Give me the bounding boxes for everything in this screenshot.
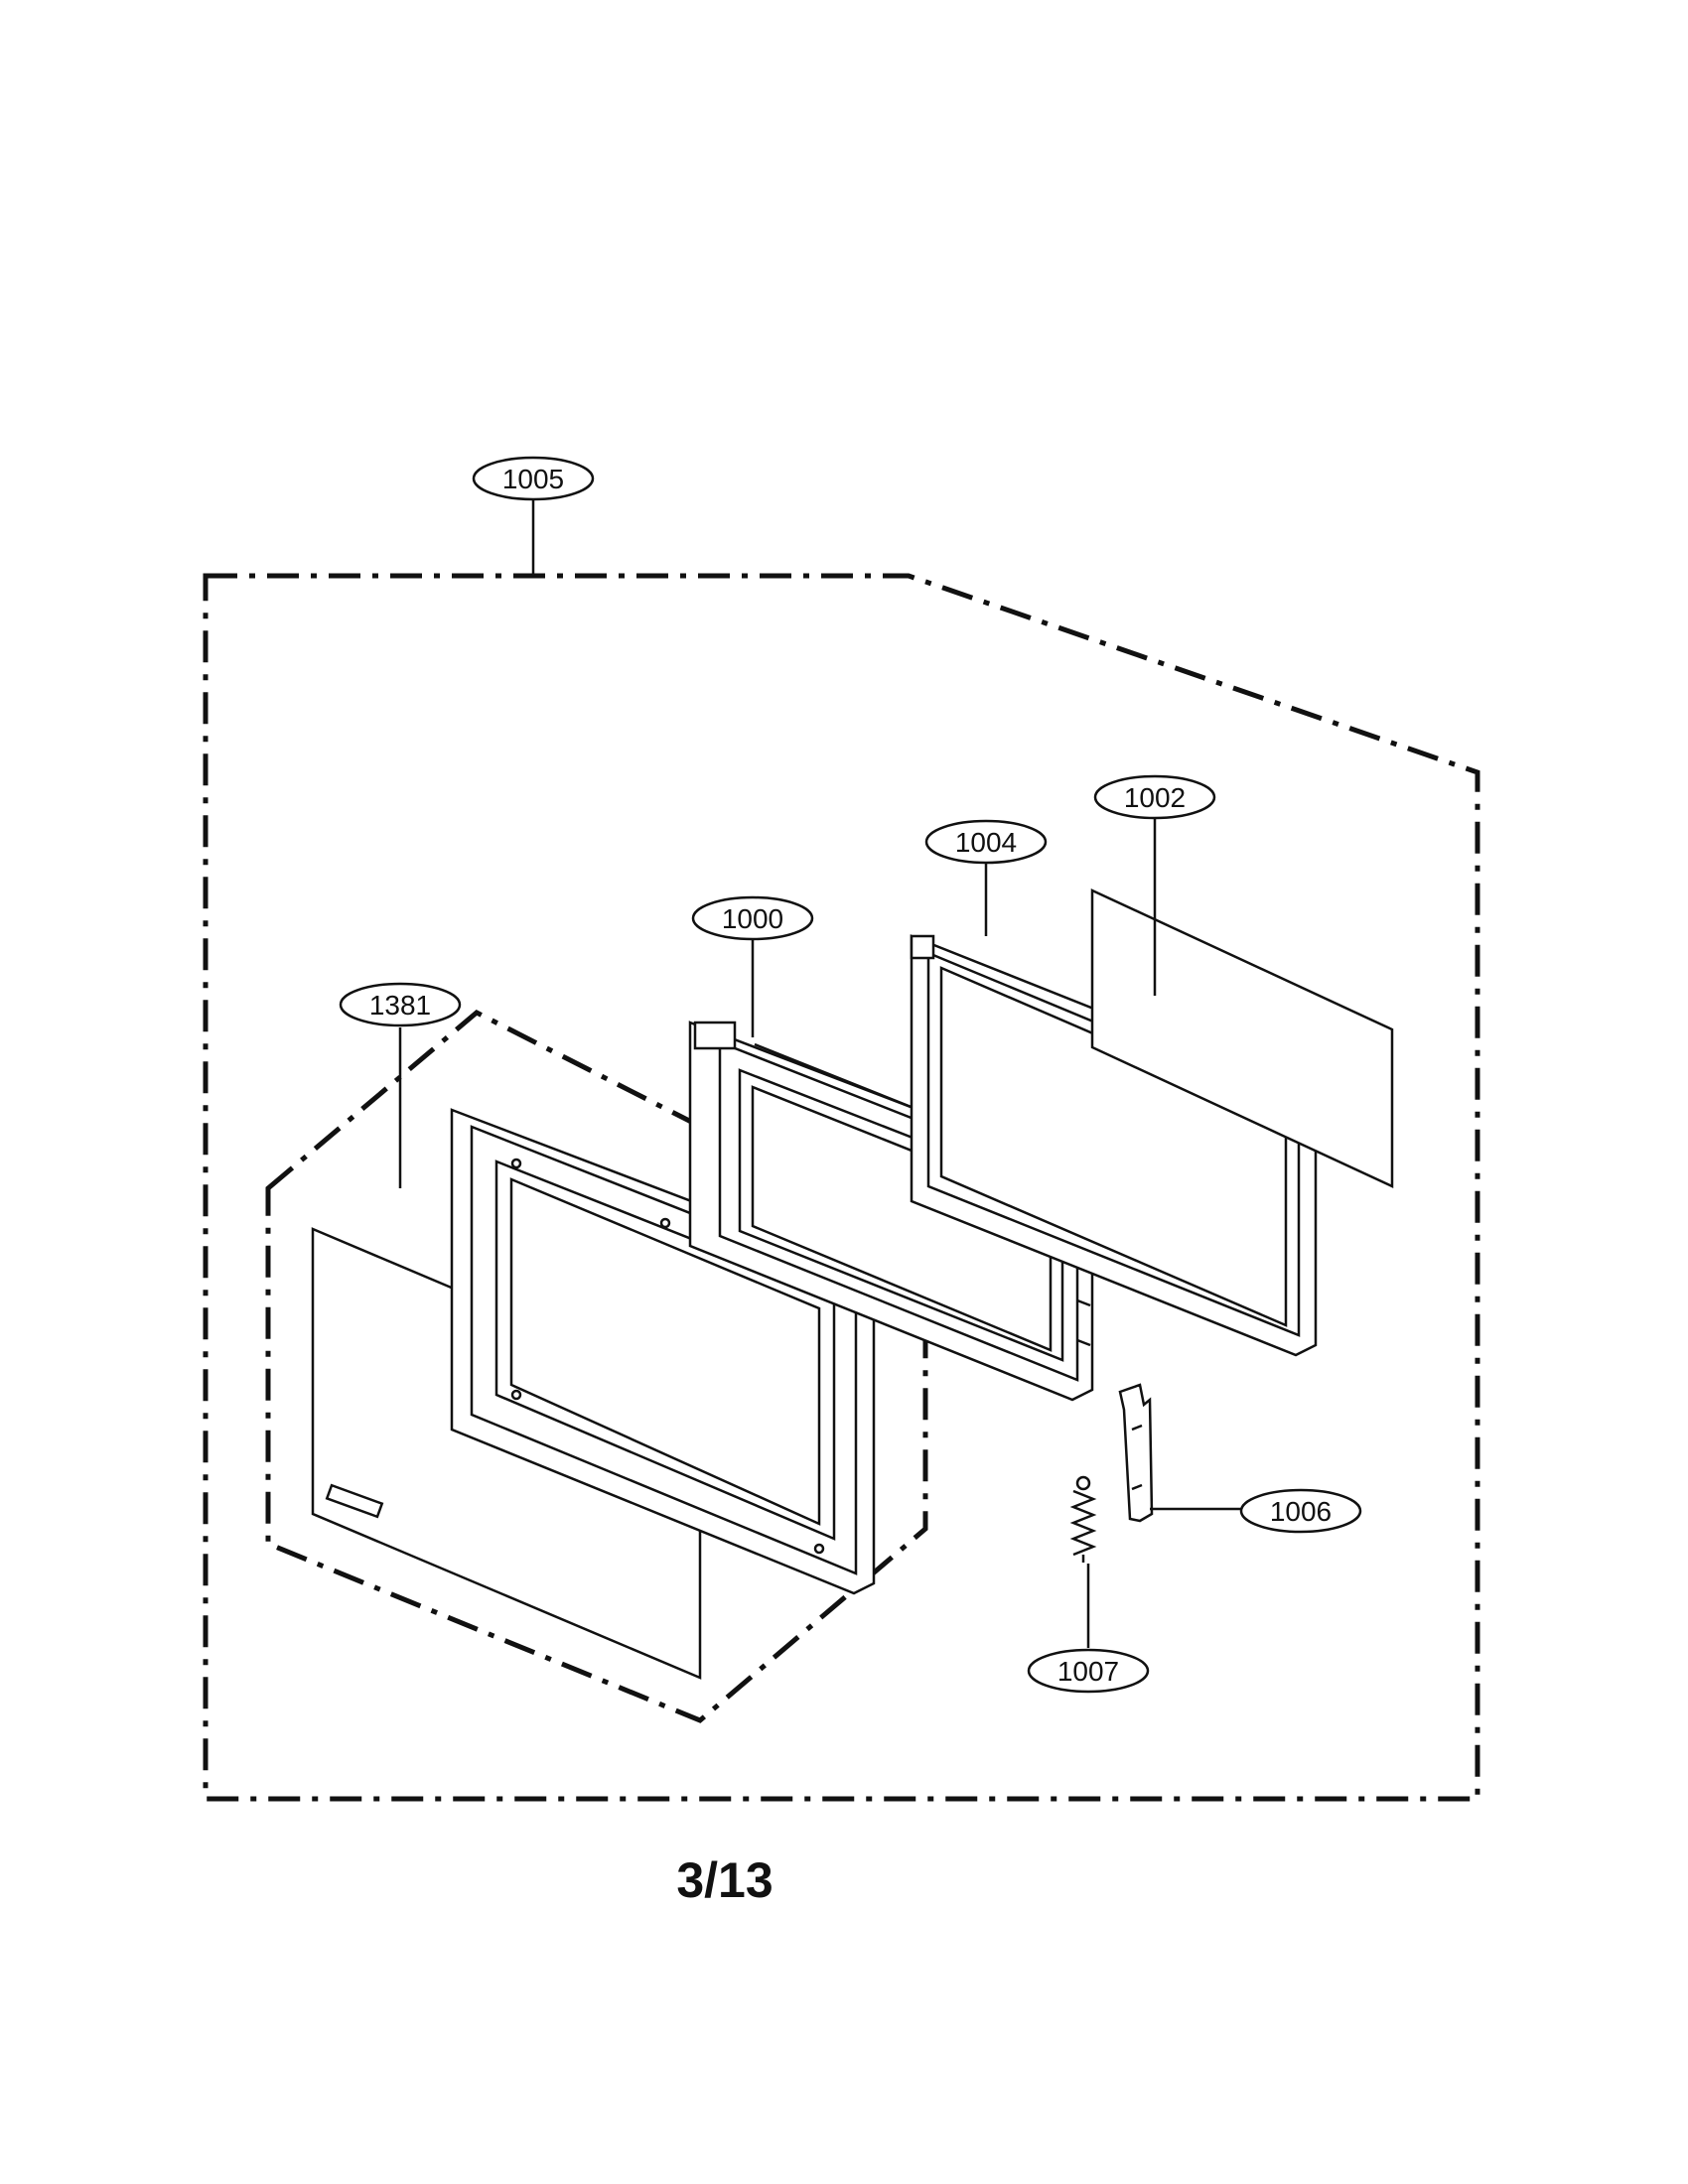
page-number: 3/13 — [676, 1852, 774, 1908]
callout-1004-label: 1004 — [955, 827, 1017, 858]
callout-1000: 1000 — [691, 895, 814, 941]
callout-1006: 1006 — [1239, 1488, 1362, 1534]
callout-1004: 1004 — [924, 819, 1048, 865]
brand-badge — [325, 1483, 384, 1519]
callout-1000-label: 1000 — [722, 903, 783, 934]
callout-1005-label: 1005 — [502, 464, 564, 494]
callout-1381: 1381 — [339, 982, 462, 1027]
callout-1007-label: 1007 — [1057, 1656, 1119, 1687]
callout-1006-label: 1006 — [1270, 1496, 1332, 1527]
callout-1002: 1002 — [1093, 774, 1216, 820]
assembly-boundary-1381 — [265, 1010, 928, 1723]
callout-1005: 1005 — [472, 456, 595, 501]
part-1006-latch — [1118, 1383, 1154, 1523]
callout-1381-label: 1381 — [369, 990, 431, 1021]
assembly-boundary-1005 — [203, 573, 1480, 1802]
callout-1002-label: 1002 — [1124, 782, 1186, 813]
callout-1007: 1007 — [1027, 1648, 1150, 1694]
part-1007-spring — [1069, 1475, 1097, 1563]
part-1002-glass — [1090, 888, 1394, 1188]
leader-lines — [398, 499, 1256, 1648]
